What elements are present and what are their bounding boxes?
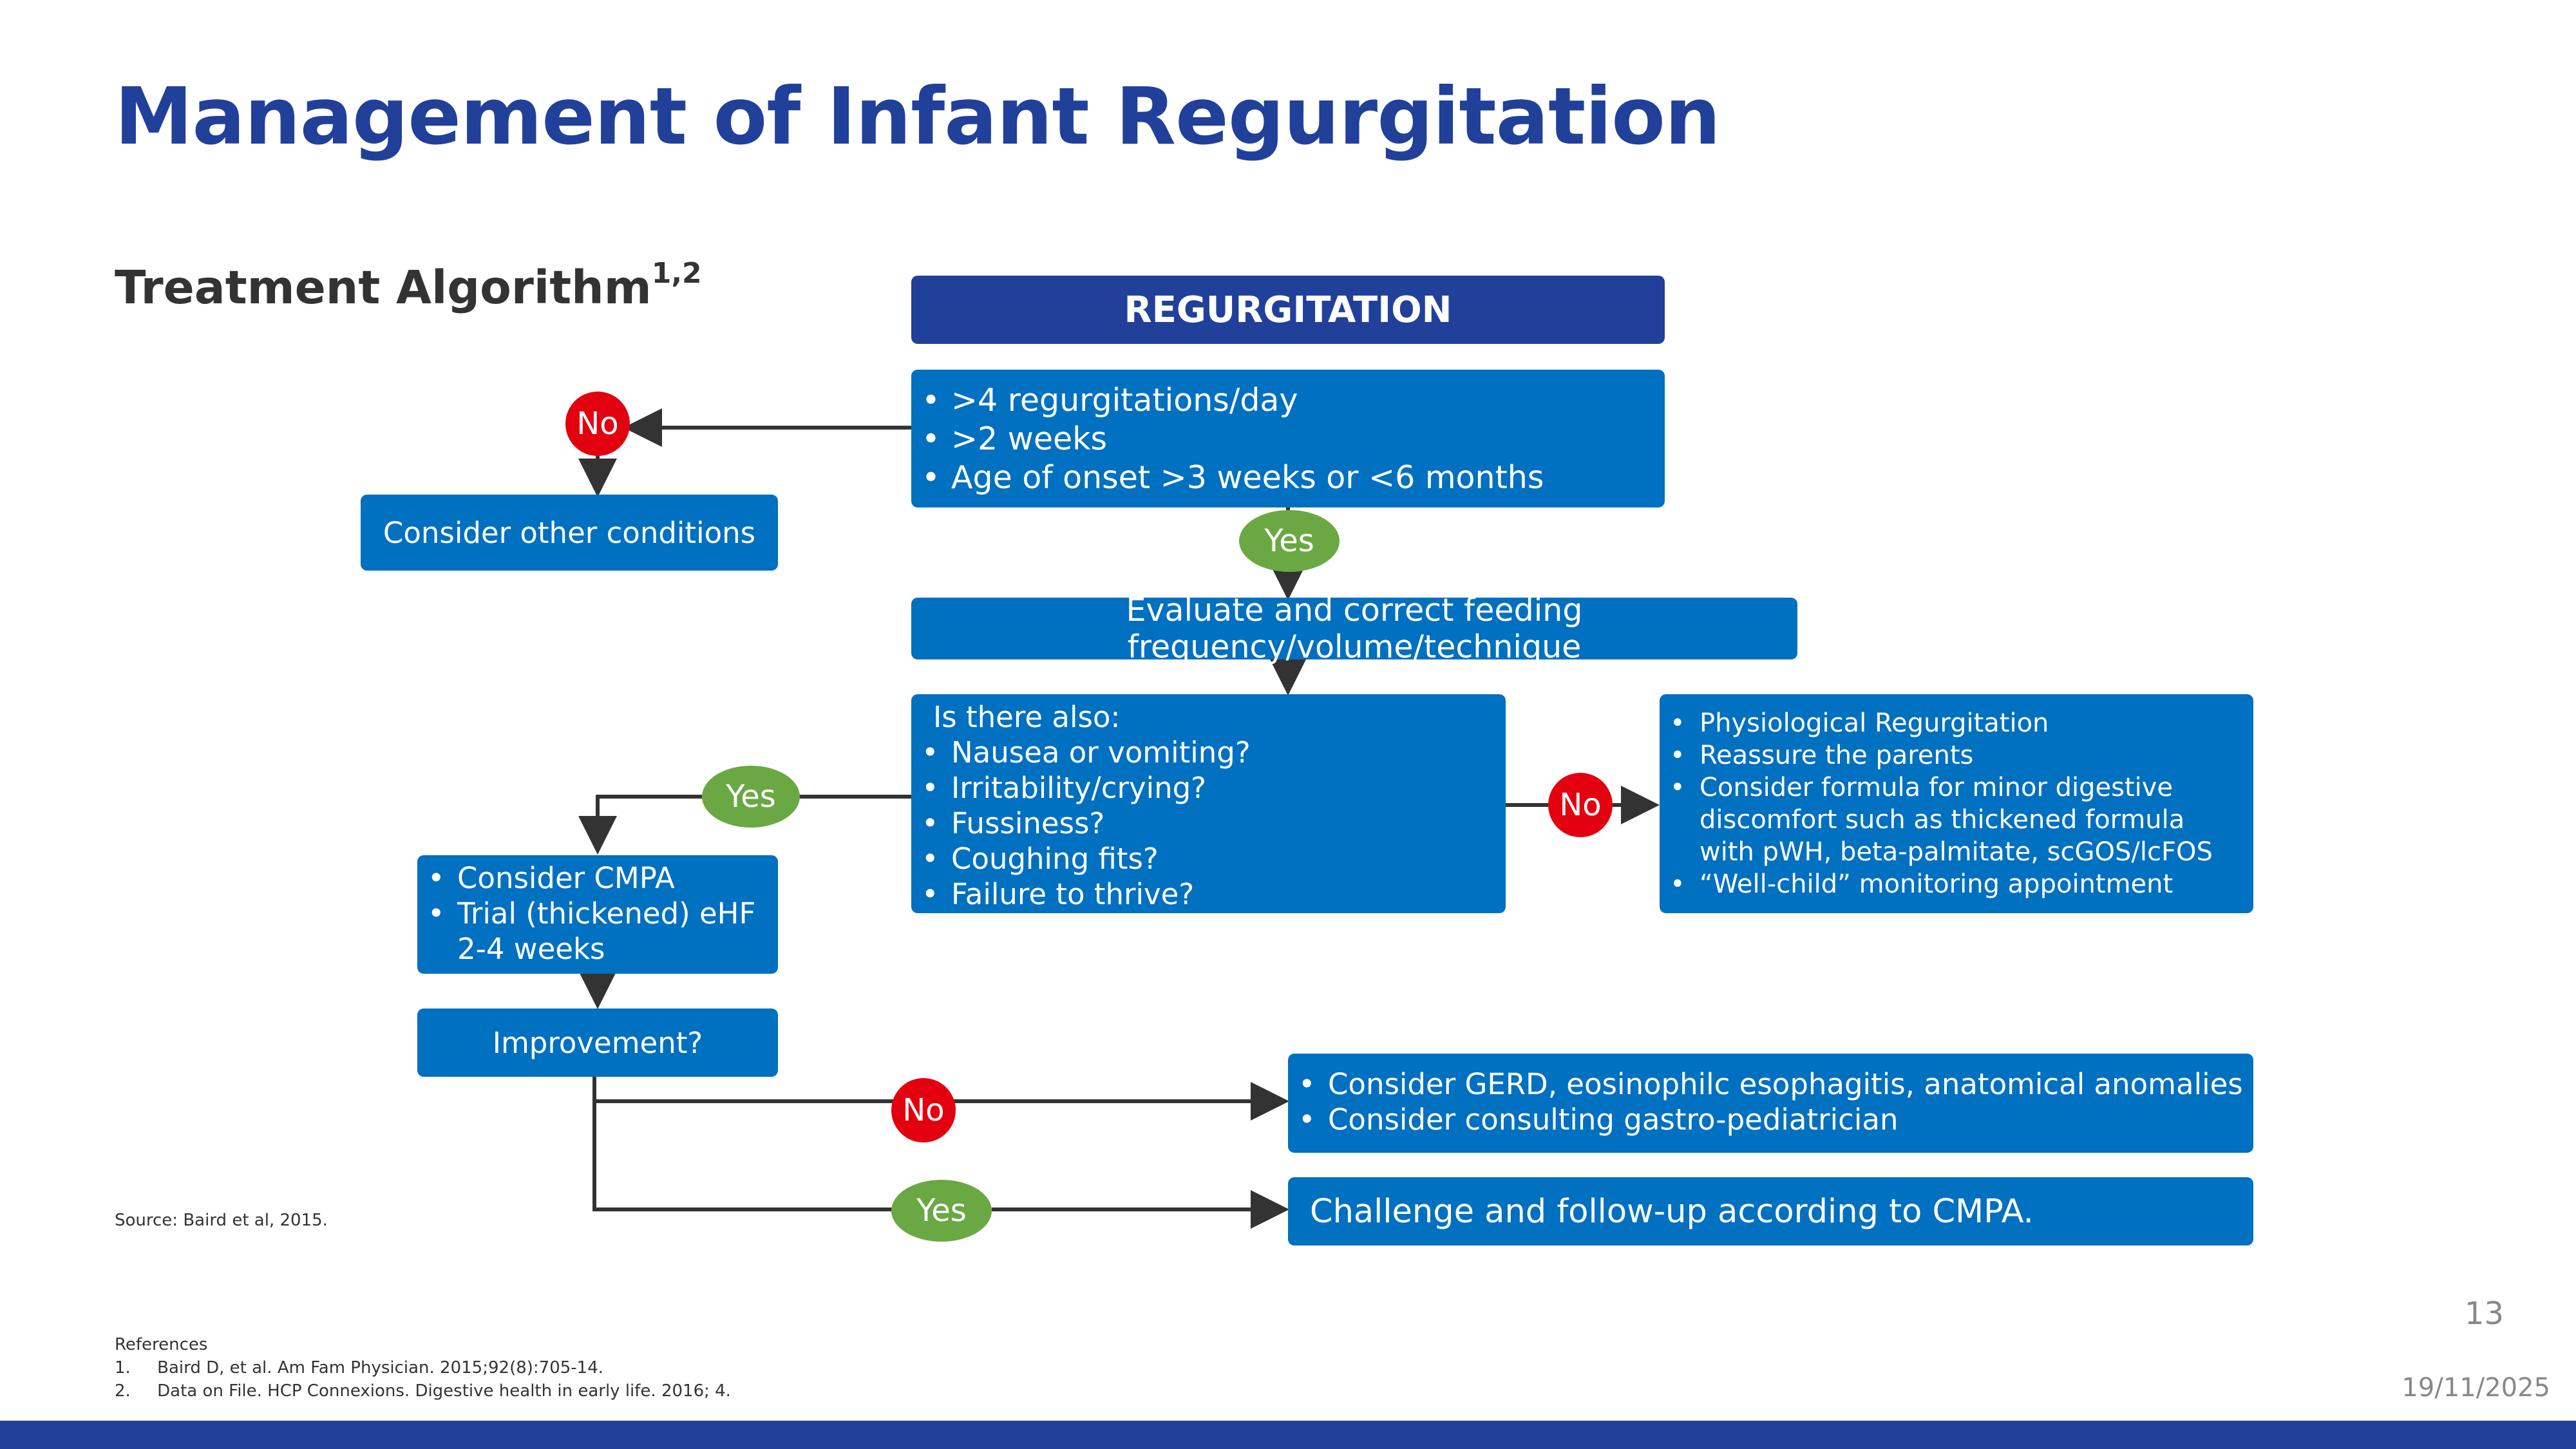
criteria-box: >4 regurgitations/day >2 weeks Age of on… xyxy=(911,370,1665,507)
other-conditions-box: Consider other conditions xyxy=(361,495,778,571)
no-badge-label: No xyxy=(576,406,619,442)
gerd-box: Consider GERD, eosinophilc esophagitis, … xyxy=(1288,1054,2253,1153)
gerd-item: Consider consulting gastro-pediatrician xyxy=(1288,1102,2253,1137)
gerd-item: Consider GERD, eosinophilc esophagitis, … xyxy=(1288,1066,2253,1102)
yes-badge-label: Yes xyxy=(726,779,776,815)
subtitle-superscript: 1,2 xyxy=(651,257,702,290)
physiological-list: Physiological Regurgitation Reassure the… xyxy=(1660,707,2235,900)
yes-badge-improvement: Yes xyxy=(891,1180,992,1242)
cmpa-item: Trial (thickened) eHF 2-4 weeks xyxy=(417,896,766,967)
criteria-item: >4 regurgitations/day xyxy=(911,381,1665,420)
symptom-item: Nausea or vomiting? xyxy=(911,735,1506,770)
physiological-box: Physiological Regurgitation Reassure the… xyxy=(1660,694,2253,913)
challenge-box: Challenge and follow-up according to CMP… xyxy=(1288,1177,2253,1245)
regurgitation-label: REGURGITATION xyxy=(1124,289,1452,331)
gerd-list: Consider GERD, eosinophilc esophagitis, … xyxy=(1288,1066,2253,1137)
regurgitation-box: REGURGITATION xyxy=(911,276,1665,344)
algorithm-subtitle: Treatment Algorithm1,2 xyxy=(115,257,702,314)
cmpa-list: Consider CMPA Trial (thickened) eHF 2-4 … xyxy=(417,860,766,967)
symptom-item: Coughing fits? xyxy=(911,841,1506,876)
criteria-item: >2 weeks xyxy=(911,420,1665,459)
symptom-list: Nausea or vomiting? Irritability/crying?… xyxy=(911,735,1506,912)
reference-item: 1. Baird D, et al. Am Fam Physician. 201… xyxy=(115,1358,604,1378)
yes-badge-symptoms: Yes xyxy=(702,766,800,828)
physiological-item: Physiological Regurgitation xyxy=(1660,707,2235,739)
no-badge-improvement: No xyxy=(891,1078,956,1142)
no-badge-criteria: No xyxy=(565,392,630,456)
cmpa-box: Consider CMPA Trial (thickened) eHF 2-4 … xyxy=(417,855,778,974)
physiological-item: Consider formula for minor digestive dis… xyxy=(1660,772,2235,868)
references: References 1. Baird D, et al. Am Fam Phy… xyxy=(115,1333,731,1403)
physiological-item: “Well-child” monitoring appointment xyxy=(1660,868,2235,900)
no-badge-label: No xyxy=(1559,787,1602,823)
yes-badge-criteria: Yes xyxy=(1239,510,1340,572)
subtitle-text: Treatment Algorithm xyxy=(115,261,652,314)
no-badge-symptoms: No xyxy=(1548,773,1613,837)
reference-item: 2. Data on File. HCP Connexions. Digesti… xyxy=(115,1381,731,1401)
other-conditions-label: Consider other conditions xyxy=(383,515,756,550)
cmpa-item: Consider CMPA xyxy=(417,860,766,896)
improvement-label: Improvement? xyxy=(492,1025,703,1060)
symptom-item: Failure to thrive? xyxy=(911,876,1506,912)
symptom-item: Fussiness? xyxy=(911,806,1506,841)
source-note: Source: Baird et al, 2015. xyxy=(115,1211,328,1230)
physiological-item: Reassure the parents xyxy=(1660,739,2235,772)
page-number: 13 xyxy=(2464,1296,2504,1332)
criteria-item: Age of onset >3 weeks or <6 months xyxy=(911,459,1665,497)
question-intro: Is there also: xyxy=(933,700,1121,734)
connector-improvement-to-no xyxy=(592,1077,895,1103)
criteria-list: >4 regurgitations/day >2 weeks Age of on… xyxy=(911,381,1665,497)
footer-bar xyxy=(0,1421,2576,1449)
yes-badge-label: Yes xyxy=(916,1193,967,1229)
no-badge-label: No xyxy=(902,1092,945,1128)
symptom-question-box: Is there also: Nausea or vomiting? Irrit… xyxy=(911,694,1506,913)
symptom-item: Irritability/crying? xyxy=(911,770,1506,806)
evaluate-label: Evaluate and correct feeding frequency/v… xyxy=(1126,592,1583,665)
slide-date: 19/11/2025 xyxy=(2401,1373,2550,1403)
page-title: Management of Infant Regurgitation xyxy=(115,71,1721,162)
yes-badge-label: Yes xyxy=(1264,523,1314,559)
improvement-box: Improvement? xyxy=(417,1009,778,1077)
challenge-label: Challenge and follow-up according to CMP… xyxy=(1310,1192,2034,1231)
connector-yes-to-cmpa xyxy=(578,795,702,855)
references-heading: References xyxy=(115,1335,208,1354)
evaluate-box: Evaluate and correct feeding frequency/v… xyxy=(911,592,1797,665)
connector-improvement-to-yes xyxy=(592,1077,894,1211)
